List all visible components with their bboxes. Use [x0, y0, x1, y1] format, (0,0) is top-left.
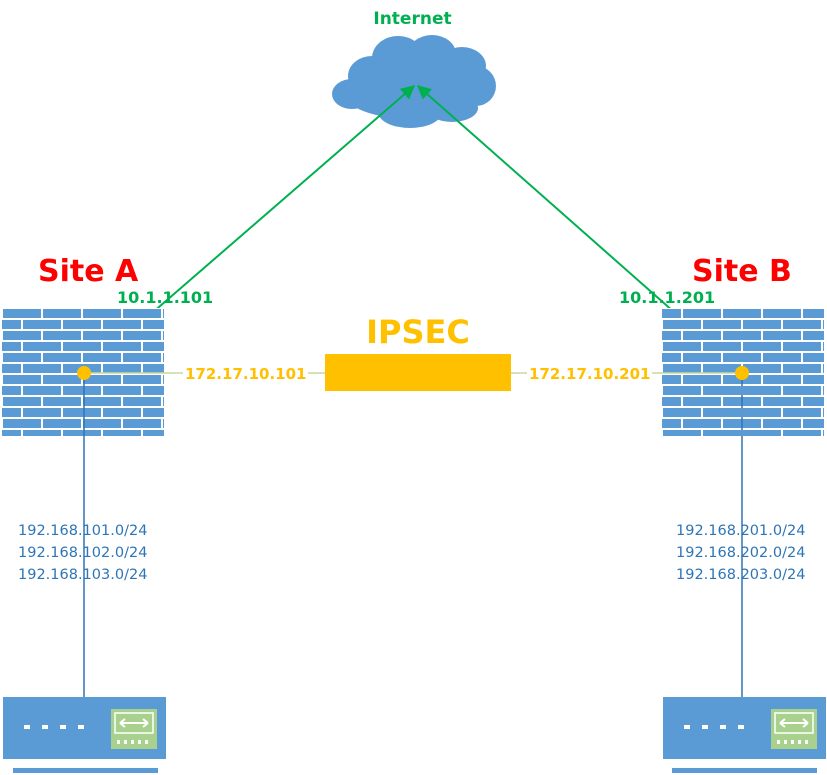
interface-dot — [77, 366, 91, 380]
subnet: 192.168.103.0/24 — [18, 567, 148, 583]
switch-icon — [3, 697, 166, 773]
site-a-wan-ip: 10.1.1.101 — [117, 288, 214, 307]
subnet: 192.168.201.0/24 — [676, 523, 806, 539]
interface-dot — [735, 366, 749, 380]
internet-label: Internet — [373, 9, 452, 29]
site-b-tunnel-ip: 172.17.10.201 — [527, 365, 653, 383]
site-a-tunnel-ip: 172.17.10.101 — [183, 365, 309, 383]
subnet: 192.168.101.0/24 — [18, 523, 148, 539]
ipsec-tunnel-bar — [325, 354, 511, 391]
subnet: 192.168.102.0/24 — [18, 545, 148, 561]
site-b-label: Site B — [692, 254, 792, 289]
site-a-label: Site A — [38, 254, 139, 289]
site-b-wan-ip: 10.1.1.201 — [619, 288, 716, 307]
subnet: 192.168.203.0/24 — [676, 567, 806, 583]
site-a-subnets: 192.168.101.0/24 192.168.102.0/24 192.16… — [18, 520, 147, 586]
ipsec-label: IPSEC — [366, 313, 470, 351]
switch-icon — [663, 697, 826, 773]
cloud-icon — [332, 35, 496, 128]
subnet: 192.168.202.0/24 — [676, 545, 806, 561]
site-b-subnets: 192.168.201.0/24 192.168.202.0/24 192.16… — [676, 520, 805, 586]
